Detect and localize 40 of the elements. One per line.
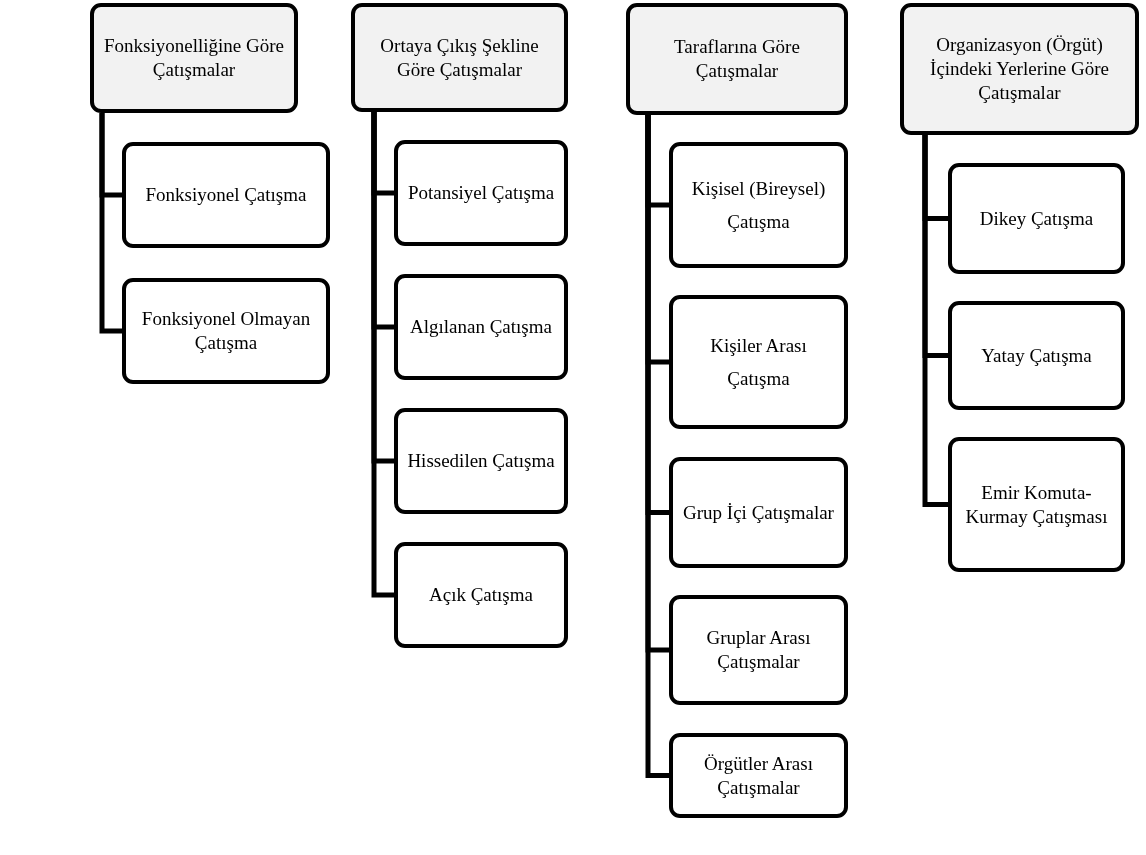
category-box	[90, 3, 298, 113]
box-label: Algılanan Çatışma	[410, 315, 552, 339]
box-label: Yatay Çatışma	[981, 343, 1092, 368]
box-label: Taraflarına Göre Çatışmalar	[673, 35, 801, 83]
subcategory-box	[394, 542, 568, 648]
subcategory-box	[669, 295, 848, 429]
subcategory-box	[122, 278, 330, 384]
box-label: Ortaya Çıkış Şekline Göre Çatışmalar	[379, 33, 540, 82]
box-label: Örgütler Arası Çatışmalar	[703, 751, 814, 800]
subcategory-box	[122, 142, 330, 248]
subcategory-box	[948, 301, 1125, 410]
connector-line	[371, 112, 394, 598]
box-label: Dikey Çatışma	[979, 206, 1094, 231]
subcategory-box	[948, 437, 1125, 572]
subcategory-box	[394, 408, 568, 514]
subcategory-box	[669, 142, 848, 268]
box-label: Grup İçi Çatışmalar	[683, 500, 834, 525]
category-box	[626, 3, 848, 115]
box-label: Fonksiyonel Olmayan Çatışma	[140, 307, 312, 355]
subcategory-box	[948, 163, 1125, 274]
subcategory-box	[669, 733, 848, 818]
connector-line	[645, 115, 669, 778]
box-label: Hissedilen Çatışma	[407, 449, 555, 473]
box-label: Kişiler Arası Çatışma	[709, 333, 808, 391]
box-label: Emir Komuta-Kurmay Çatışması	[964, 480, 1109, 529]
box-label: Gruplar Arası Çatışmalar	[705, 626, 812, 674]
box-label: Fonksiyonel Çatışma	[145, 183, 307, 207]
connector-line	[99, 113, 122, 334]
category-box	[351, 3, 568, 112]
category-box	[900, 3, 1139, 135]
box-label: Potansiyel Çatışma	[407, 181, 555, 205]
subcategory-box	[394, 274, 568, 380]
subcategory-box	[394, 140, 568, 246]
subcategory-box	[669, 595, 848, 705]
subcategory-box	[669, 457, 848, 568]
box-label: Fonksiyonelliğine Göre Çatışmalar	[103, 34, 285, 82]
connector-line	[922, 135, 948, 507]
box-label: Açık Çatışma	[429, 583, 533, 607]
box-label: Organizasyon (Örgüt) İçindeki Yerlerine Göre Çatışmalar	[929, 33, 1110, 105]
box-label: Kişisel (Bireysel) Çatışma	[690, 176, 827, 234]
